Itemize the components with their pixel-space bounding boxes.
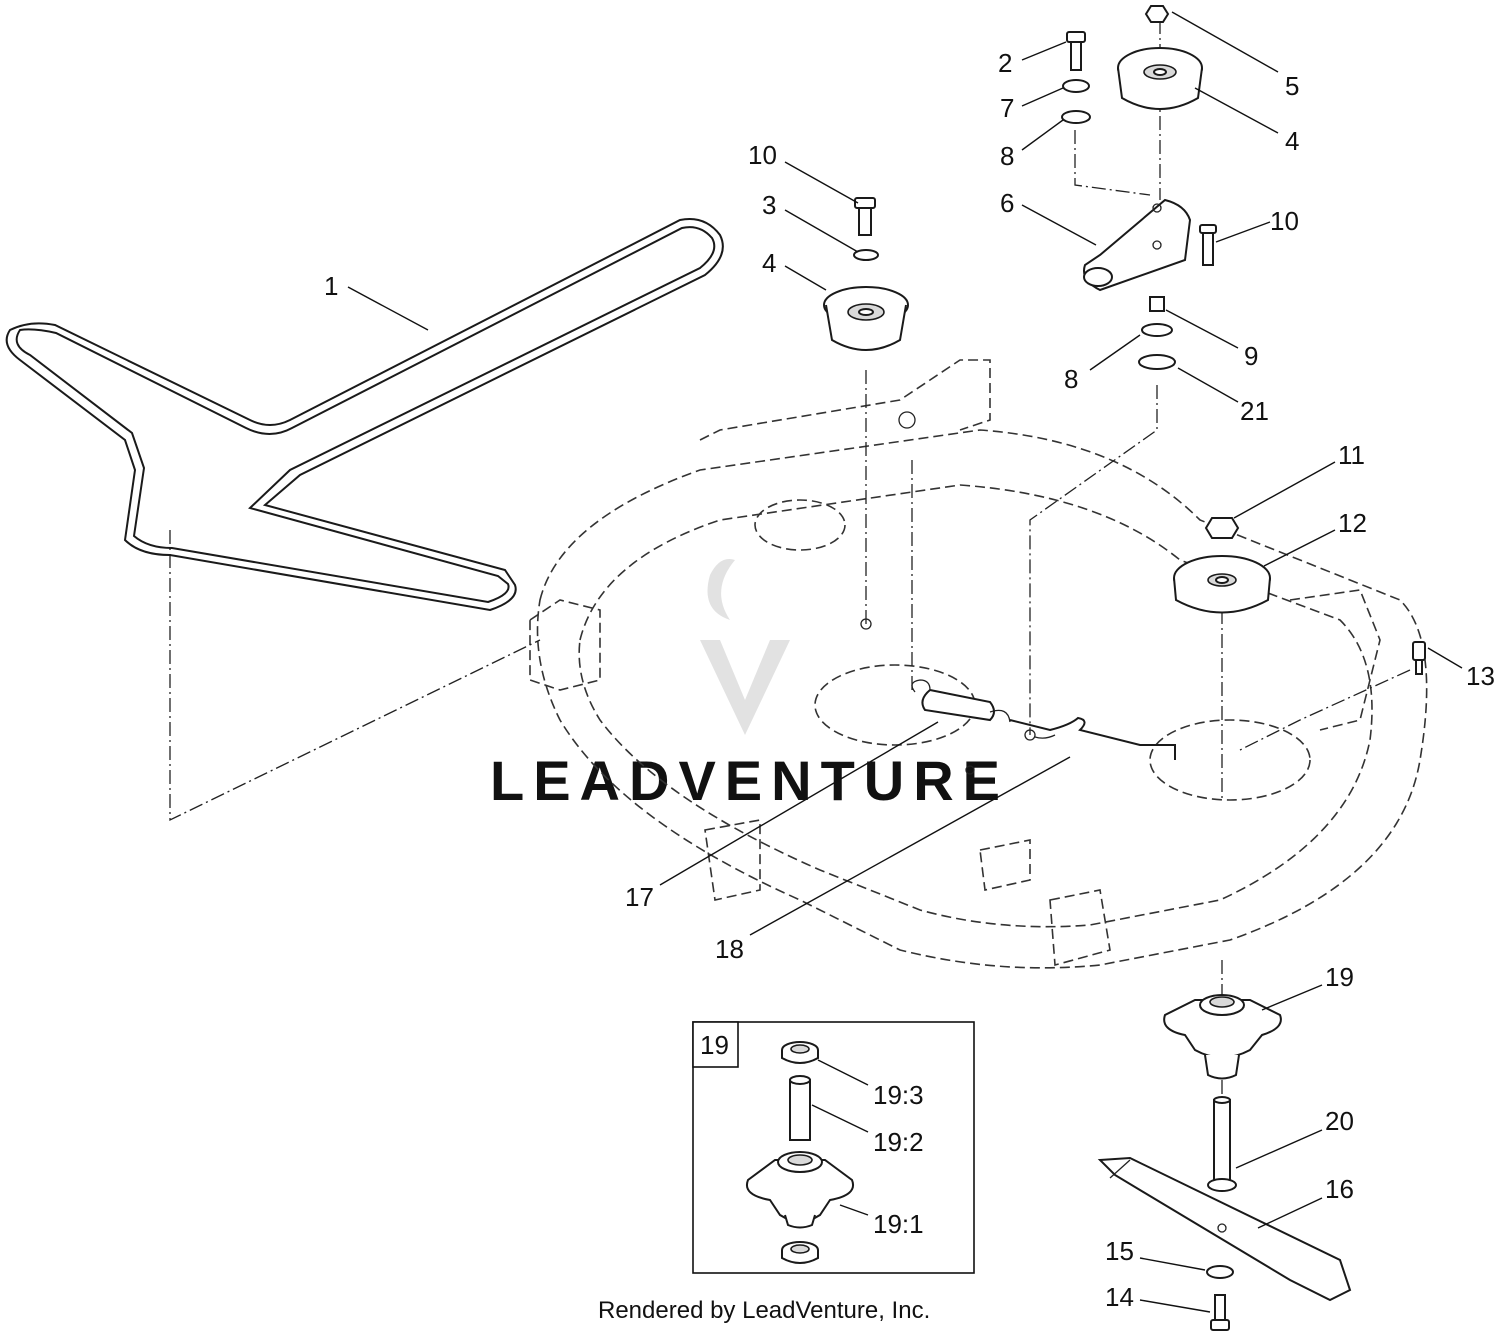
callout-1: 1 <box>324 271 338 301</box>
callout-12: 12 <box>1338 508 1367 538</box>
inset-callout-19-1: 19:1 <box>873 1209 924 1239</box>
callout-20: 20 <box>1325 1106 1354 1136</box>
callout-3: 3 <box>762 190 776 220</box>
watermark: LEADVENTURE <box>490 559 1009 812</box>
mower-blade <box>1097 1156 1352 1302</box>
blade-bolt <box>1210 1294 1230 1331</box>
callout-7: 7 <box>1000 93 1014 123</box>
spindle-shaft <box>1207 1096 1237 1192</box>
callout-10-right: 10 <box>1270 206 1299 236</box>
callout-4-left: 4 <box>762 248 776 278</box>
callout-10-left: 10 <box>748 140 777 170</box>
inset-housing <box>746 1151 854 1229</box>
mower-deck <box>529 359 1428 969</box>
callout-18: 18 <box>715 934 744 964</box>
idler-pulley-left-assembly <box>823 197 909 351</box>
idler-pulley-right-assembly <box>1061 5 1217 370</box>
leader-lines <box>347 11 1463 1313</box>
blade-washer <box>1206 1265 1234 1279</box>
inset-callout-19-3: 19:3 <box>873 1080 924 1110</box>
drive-belt <box>5 218 724 612</box>
callout-4-right: 4 <box>1285 126 1299 156</box>
callout-11: 11 <box>1338 440 1365 470</box>
drive-pulley-assembly <box>1173 517 1271 614</box>
inset-bearing-bottom <box>781 1241 819 1264</box>
callout-6: 6 <box>1000 188 1014 218</box>
bolt-13 <box>1412 641 1426 675</box>
callout-19: 19 <box>1325 962 1354 992</box>
inset-tag: 19 <box>700 1030 729 1060</box>
callout-14: 14 <box>1105 1282 1134 1312</box>
callout-13: 13 <box>1466 661 1495 691</box>
callout-15: 15 <box>1105 1236 1134 1266</box>
tension-spring <box>911 679 1011 723</box>
callout-labels: 1 2 3 4 4 5 6 7 8 8 9 10 10 11 12 13 14 … <box>324 48 1495 1312</box>
callout-16: 16 <box>1325 1174 1354 1204</box>
spring-rod <box>1009 716 1176 760</box>
callout-2: 2 <box>998 48 1012 78</box>
inset-spacer <box>789 1075 811 1141</box>
footer-credit: Rendered by LeadVenture, Inc. <box>598 1297 930 1324</box>
callout-17: 17 <box>625 882 654 912</box>
spindle-detail-inset: 19 19:3 19:2 19:1 <box>692 1021 975 1274</box>
callout-8-bottom: 8 <box>1064 364 1078 394</box>
callout-8-top: 8 <box>1000 141 1014 171</box>
watermark-text: LEADVENTURE <box>490 749 1009 812</box>
callout-21: 21 <box>1240 396 1269 426</box>
callout-5: 5 <box>1285 71 1299 101</box>
inset-bearing-top <box>781 1041 819 1064</box>
spindle-housing <box>1163 994 1282 1080</box>
callout-9: 9 <box>1244 341 1258 371</box>
inset-callout-19-2: 19:2 <box>873 1127 924 1157</box>
